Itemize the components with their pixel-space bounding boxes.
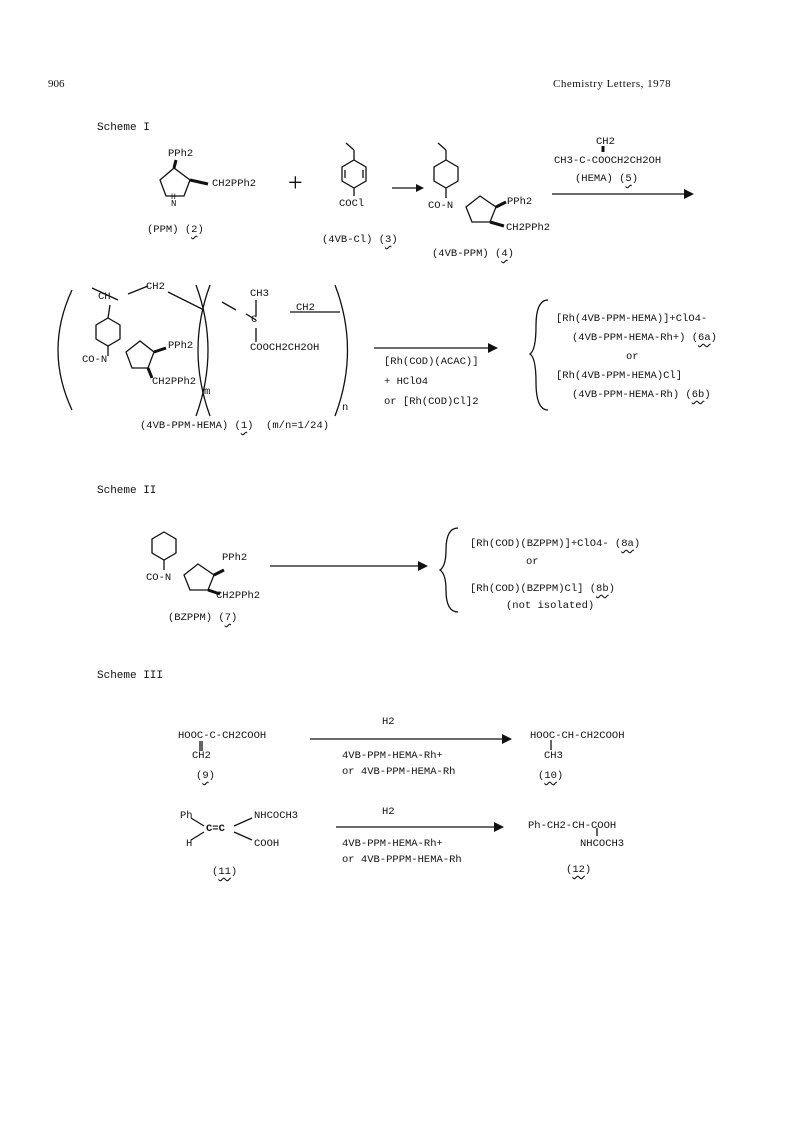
journal-header: Chemistry Letters, 1978 xyxy=(553,78,672,90)
r2-h2: H2 xyxy=(382,806,395,818)
r1-product: HOOC-CH-CH2COOH xyxy=(530,730,625,742)
vbppm-ch2pph2: CH2PPh2 xyxy=(506,222,551,234)
poly-con: CO-N xyxy=(82,354,108,366)
ppm-label: (PPM) (2) xyxy=(147,224,204,236)
polymer-drawing xyxy=(57,284,349,417)
poly-c: C xyxy=(251,314,258,326)
r2-product-num: (12) xyxy=(566,864,592,876)
ppm-pph2: PPh2 xyxy=(168,148,194,160)
prod-6a-label: (4VB-PPM-HEMA-Rh+) (6a) xyxy=(572,332,717,344)
bzppm-pph2: PPh2 xyxy=(222,552,248,564)
prod-6b-label: (4VB-PPM-HEMA-Rh) (6b) xyxy=(572,389,711,401)
ppm-ring xyxy=(159,159,209,197)
arrow-s3a xyxy=(310,734,512,744)
prod-6b: [Rh(4VB-PPM-HEMA)Cl] xyxy=(556,370,683,382)
r2-product: Ph-CH2-CH-COOH xyxy=(528,820,617,832)
r2-cat2: or 4VB-PPPM-HEMA-Rh xyxy=(342,854,462,866)
reagent-2: + HClO4 xyxy=(384,376,429,388)
r2-h: H xyxy=(186,838,193,850)
poly-ch: CH xyxy=(98,291,111,303)
bzppm-drawing xyxy=(151,531,225,596)
poly-pph2: PPh2 xyxy=(168,340,194,352)
arrow-s2 xyxy=(270,561,428,571)
r1-reactant-num: (9) xyxy=(196,770,215,782)
r1-reactant-ch2: CH2 xyxy=(192,750,211,762)
vbcl-benzene xyxy=(341,142,367,196)
ppm-ch2pph2: CH2PPh2 xyxy=(212,178,257,190)
r1-reactant: HOOC-C-CH2COOH xyxy=(178,730,267,742)
poly-label: (4VB-PPM-HEMA) (1) (m/n=1/24) xyxy=(140,420,330,432)
poly-m: m xyxy=(204,386,211,398)
r1-product-num: (10) xyxy=(538,770,564,782)
reagent-3: or [Rh(COD)Cl]2 xyxy=(384,396,479,408)
r1-product-ch3: CH3 xyxy=(544,750,563,762)
or-2: or xyxy=(526,556,539,568)
page-number: 906 xyxy=(48,78,65,90)
bzppm-con: CO-N xyxy=(146,572,172,584)
r2-ph: Ph xyxy=(180,810,193,822)
r1-cat1: 4VB-PPM-HEMA-Rh+ xyxy=(342,750,443,762)
r2-nhcoch3: NHCOCH3 xyxy=(254,810,299,822)
arrow-hema xyxy=(552,189,694,199)
hema-ch2: CH2 xyxy=(596,136,615,148)
poly-ch2a: CH2 xyxy=(146,281,165,293)
vbcl-cocl: COCl xyxy=(339,198,365,210)
poly-ch2pph2: CH2PPh2 xyxy=(152,376,197,388)
ppm-h: H xyxy=(171,193,176,202)
vbppm-label: (4VB-PPM) (4) xyxy=(432,248,514,260)
arrow-1 xyxy=(392,184,424,192)
prod-8a: [Rh(COD)(BZPPM)]+ClO4- (8a) xyxy=(470,538,641,550)
bzppm-label: (BZPPM) (7) xyxy=(168,612,238,624)
poly-ch3: CH3 xyxy=(250,288,269,300)
r2-reactant-num: (11) xyxy=(212,866,238,878)
vbppm-pph2: PPh2 xyxy=(507,196,533,208)
arrow-rh xyxy=(374,343,498,353)
brace-2 xyxy=(438,527,459,613)
r1-h2: H2 xyxy=(382,716,395,728)
prod-6a: [Rh(4VB-PPM-HEMA)]+ClO4- xyxy=(556,313,708,325)
plus-sign: + xyxy=(288,168,303,197)
scheme-1-title: Scheme I xyxy=(97,122,150,134)
prod-8b: [Rh(COD)(BZPPM)Cl] (8b) xyxy=(470,583,615,595)
r2-cat1: 4VB-PPM-HEMA-Rh+ xyxy=(342,838,443,850)
scheme-3-title: Scheme III xyxy=(97,670,164,682)
vbppm-con: CO-N xyxy=(428,200,454,212)
vbppm-drawing xyxy=(433,142,507,228)
not-isolated: (not isolated) xyxy=(506,600,595,612)
r2-cooh: COOH xyxy=(254,838,280,850)
ppm-n: N xyxy=(171,199,177,209)
r2-product-sub: NHCOCH3 xyxy=(580,838,625,850)
scheme-2-title: Scheme II xyxy=(97,485,157,497)
r2-cc: C=C xyxy=(206,823,225,835)
poly-ch2b: CH2 xyxy=(296,302,315,314)
bzppm-ch2pph2: CH2PPh2 xyxy=(216,590,261,602)
or-1: or xyxy=(626,351,639,363)
hema-label: (HEMA) (5) xyxy=(575,173,639,185)
poly-cooch: COOCH2CH2OH xyxy=(250,342,320,354)
r1-cat2: or 4VB-PPM-HEMA-Rh xyxy=(342,766,456,778)
hema-formula: CH3-C-COOCH2CH2OH xyxy=(554,155,662,167)
poly-n: n xyxy=(342,402,349,414)
arrow-s3b xyxy=(336,822,504,832)
reagent-1: [Rh(COD)(ACAC)] xyxy=(384,356,479,368)
brace-1 xyxy=(528,299,549,411)
vbcl-label: (4VB-Cl) (3) xyxy=(322,234,398,246)
